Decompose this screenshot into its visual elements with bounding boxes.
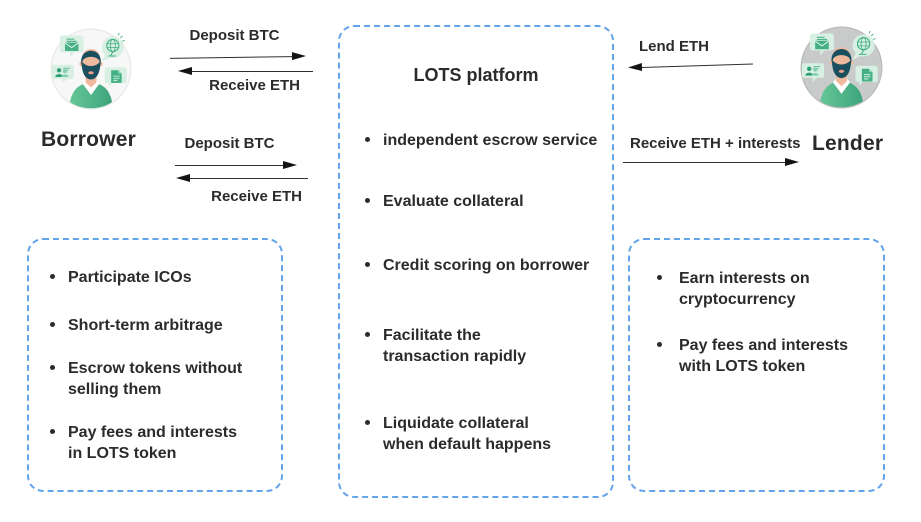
list-item: Escrow tokens without selling them [50,358,242,400]
bullet-dot-icon [50,322,55,327]
receive-eth-bottom-arrow-icon [176,173,308,182]
bullet-dot-icon [50,365,55,370]
bullet-dot-icon [365,198,370,203]
bullet-dot-icon [365,262,370,267]
bullet-text: Short-term arbitrage [68,317,223,334]
borrower-benefits-box: Participate ICOs Short-term arbitrage Es… [27,238,283,492]
deposit-btc-top-arrow-icon [169,56,293,59]
receive-eth-interests-label: Receive ETH + interests [630,135,801,152]
bullet-dot-icon [365,420,370,425]
lots-platform-box: LOTS platform independent escrow service… [338,25,614,498]
bullet-text: Escrow tokens without selling them [68,360,243,398]
bullet-text: independent escrow service [383,132,598,149]
bullet-text: Earn interests on cryptocurrency [679,270,810,308]
list-item: Evaluate collateral [365,191,524,212]
bullet-dot-icon [50,274,55,279]
lend-eth-label: Lend ETH [639,38,709,55]
lend-eth-arrow-icon [641,63,753,68]
bullet-dot-icon [365,332,370,337]
borrower-avatar-icon [49,27,133,111]
list-item: Facilitate the transaction rapidly [365,325,526,367]
receive-eth-interests-arrow-icon [623,157,799,166]
list-item: Participate ICOs [50,267,192,288]
platform-title: LOTS platform [413,65,539,85]
lender-label: Lender [812,132,884,155]
receive-eth-top-arrow-icon [178,66,313,75]
borrower-label: Borrower [41,128,136,151]
receive-eth-top-label: Receive ETH [209,77,300,94]
bullet-text: Facilitate the transaction rapidly [383,327,527,365]
list-item: Credit scoring on borrower [365,255,589,276]
bullet-text: Participate ICOs [68,269,192,286]
bullet-text: Liquidate collateral when default happen… [383,415,552,453]
bullet-dot-icon [657,275,662,280]
list-item: Earn interests on cryptocurrency [657,268,810,310]
list-item: Liquidate collateral when default happen… [365,413,551,455]
bullet-text: Credit scoring on borrower [383,257,590,274]
list-item: Pay fees and interests with LOTS token [657,335,848,377]
bullet-text: Pay fees and interests in LOTS token [68,424,237,462]
list-item: Pay fees and interests in LOTS token [50,422,237,464]
bullet-dot-icon [50,429,55,434]
list-item: independent escrow service [365,130,597,151]
bullet-dot-icon [657,342,662,347]
lender-benefits-box: Earn interests on cryptocurrency Pay fee… [628,238,885,492]
deposit-btc-top-label: Deposit BTC [189,27,280,44]
deposit-btc-bottom-label: Deposit BTC [184,135,275,152]
deposit-btc-bottom-arrow-icon [175,160,297,169]
list-item: Short-term arbitrage [50,315,223,336]
bullet-text: Evaluate collateral [383,193,524,210]
bullet-text: Pay fees and interests with LOTS token [679,337,848,375]
receive-eth-bottom-label: Receive ETH [211,188,302,205]
lender-avatar-icon [799,25,884,110]
bullet-dot-icon [365,137,370,142]
